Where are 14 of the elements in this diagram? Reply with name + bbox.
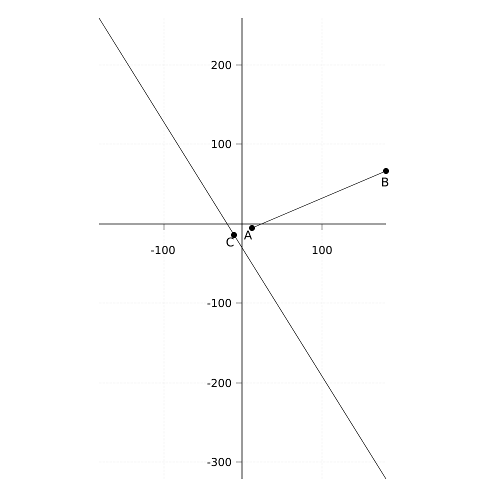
- point-label: C: [226, 237, 234, 247]
- tick-label: 100: [312, 246, 332, 254]
- point: [249, 225, 255, 231]
- point: [231, 232, 237, 238]
- tick-label: -200: [207, 378, 232, 388]
- point-label: A: [244, 230, 252, 240]
- tick-label: 200: [212, 60, 232, 70]
- point-label: B: [382, 178, 388, 186]
- tick-label: -100: [207, 298, 232, 308]
- tick-label: -100: [151, 246, 175, 254]
- line-segment: [254, 172, 384, 228]
- tick-label: 100: [212, 140, 232, 148]
- tick-label: -300: [207, 458, 232, 466]
- point: [383, 168, 389, 174]
